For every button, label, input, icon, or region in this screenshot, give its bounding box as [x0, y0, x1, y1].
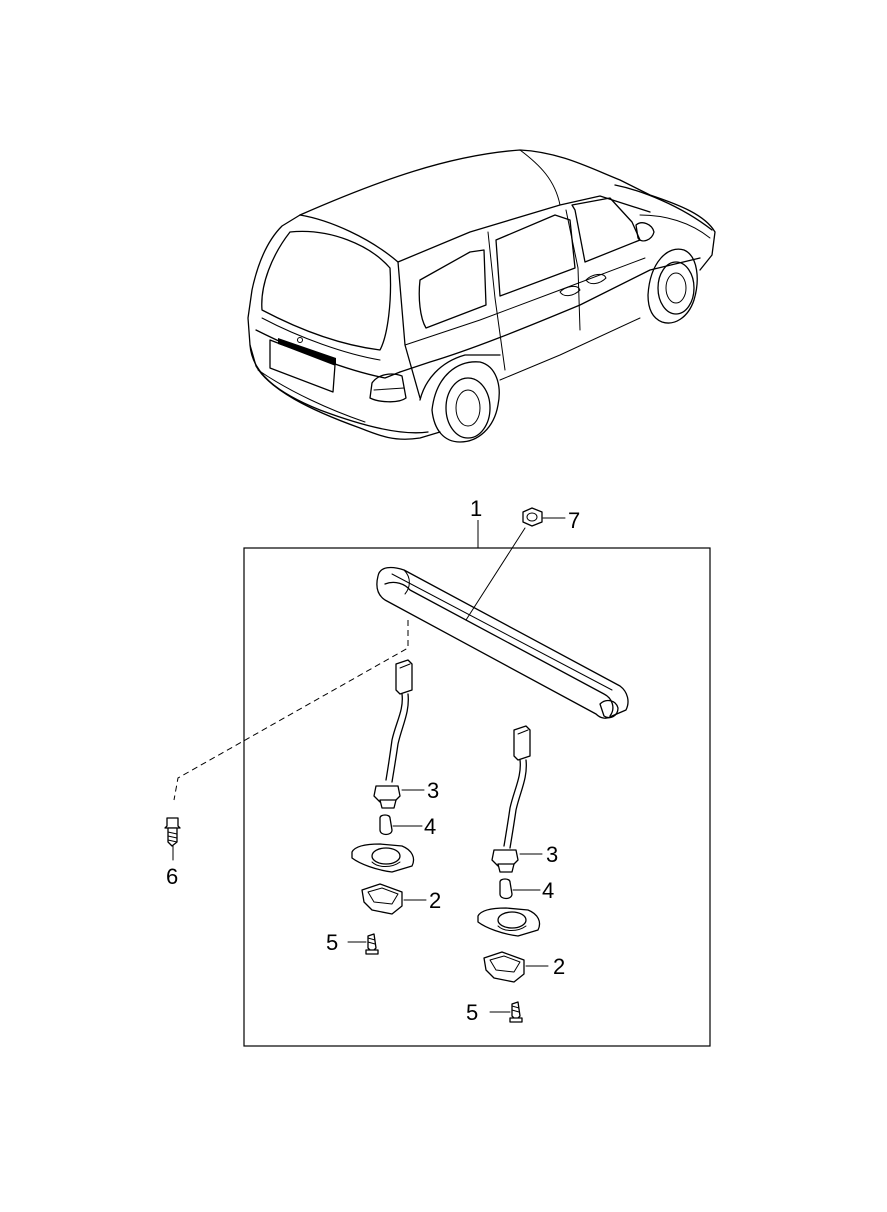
callout-4-right: 4: [542, 878, 554, 903]
callout-2-right: 2: [553, 954, 565, 979]
nut-part-7: [465, 507, 566, 621]
callout-3-left: 3: [427, 778, 439, 803]
minivan-illustration: [247, 149, 716, 443]
callout-5-left: 5: [326, 930, 338, 955]
callout-3-right: 3: [546, 842, 558, 867]
callout-2-left: 2: [429, 888, 441, 913]
callout-7: 7: [568, 508, 580, 533]
assembly-frame: [243, 547, 711, 1047]
callout-4-left: 4: [424, 814, 436, 839]
callout-1: 1: [470, 496, 482, 521]
screw-part-6: [164, 817, 181, 861]
callout-5-right: 5: [466, 1000, 478, 1025]
right-lamp-group: [477, 725, 549, 1023]
left-lamp-group: [347, 659, 427, 955]
license-lamp-assembly-bar: [376, 566, 629, 719]
callout-6: 6: [166, 864, 178, 889]
dashed-leader-6: [173, 620, 409, 801]
